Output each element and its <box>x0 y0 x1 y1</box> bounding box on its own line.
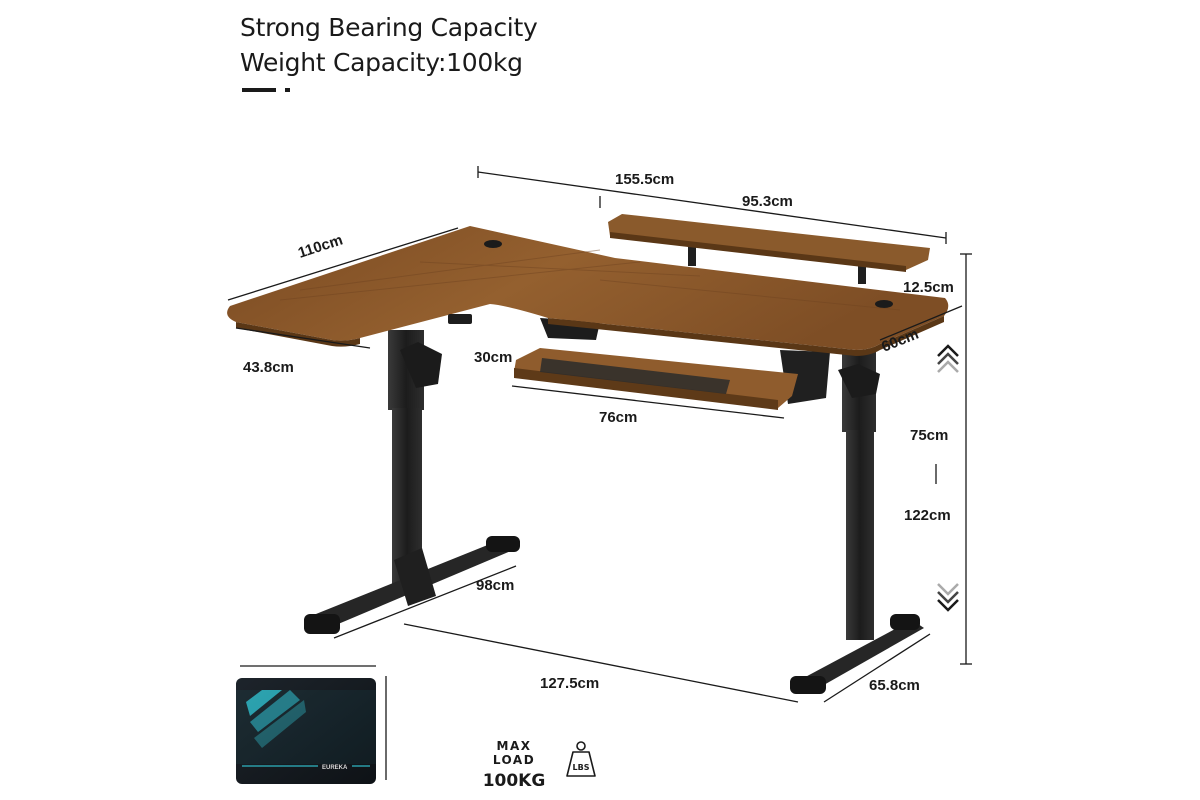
max-load-value: 100KG <box>482 771 546 791</box>
headline-rule-dot <box>285 88 290 92</box>
up-chevron-icon <box>937 344 959 373</box>
weight-icon: LBS <box>566 741 596 777</box>
dimension-lines <box>227 166 972 703</box>
desktop <box>227 226 949 356</box>
right-leg <box>790 352 924 694</box>
headline-line1: Strong Bearing Capacity <box>240 13 538 42</box>
headline-line2: Weight Capacity:100kg <box>240 48 523 77</box>
max-load-label: MAX LOAD <box>492 739 536 767</box>
desk-mat: EUREKA <box>236 665 387 784</box>
mat-brand: EUREKA <box>322 765 348 771</box>
dim-frame-depth: 98cm <box>476 577 514 594</box>
dim-shelf-height: 12.5cm <box>903 279 954 296</box>
dim-tray-depth: 30cm <box>474 349 512 366</box>
dim-shelf-width: 95.3cm <box>742 193 793 210</box>
dim-side-depth: 43.8cm <box>243 359 294 376</box>
down-chevron-icon <box>937 583 959 612</box>
max-load: MAX LOAD 100KG <box>474 739 554 791</box>
dim-tray-width: 76cm <box>599 409 637 426</box>
left-leg <box>304 330 520 634</box>
keyboard-tray <box>514 348 798 410</box>
dim-total-width: 155.5cm <box>615 171 674 188</box>
weight-icon-text: LBS <box>573 763 590 772</box>
dim-max-height: 122cm <box>904 507 951 524</box>
headline-rule <box>242 88 276 92</box>
monitor-shelf <box>608 214 930 284</box>
headline: Strong Bearing Capacity Weight Capacity:… <box>240 10 538 80</box>
dim-side-length: 110cm <box>296 231 345 261</box>
dim-frame-width: 127.5cm <box>540 675 599 692</box>
dim-min-height: 75cm <box>910 427 948 444</box>
dim-foot-length: 65.8cm <box>869 677 920 694</box>
